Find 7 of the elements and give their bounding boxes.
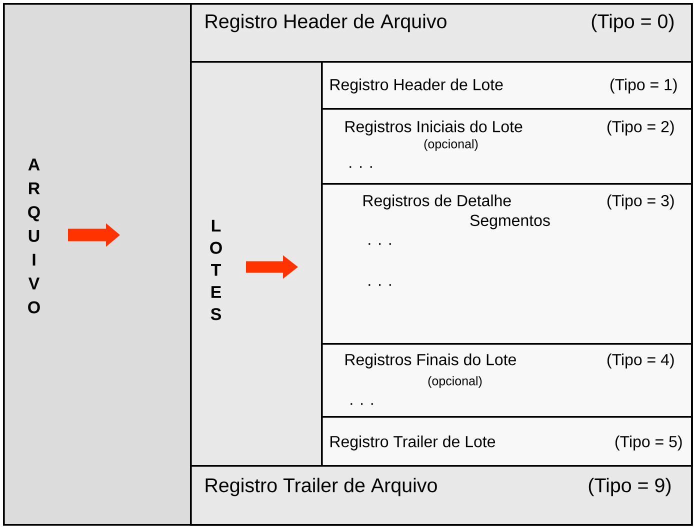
record-box: Registro Header de Lote (Tipo = 1) [321,61,693,110]
record-box: Registros Iniciais do Lote (Tipo = 2) (opcional) . . . [321,108,693,185]
record-box: Registro Trailer de Lote (Tipo = 5) [321,416,693,467]
record-box: Registros Finais do Lote (Tipo = 4) (opcional) . . . [321,343,693,418]
record-box: Registro Header de Arquivo (Tipo = 0) [190,3,693,63]
record-box: Registro Trailer de Arquivo (Tipo = 9) [190,465,693,526]
file-panel: ARQUIVO Registro Header de Arquivo (Tipo = 0) LOTES Registro Header de Lote (Tipo = 1) Registros Iniciais do Lote (Tipo = 2) (opcional) . . . Registros de Detalhe (Tipo = 3) Segmentos . . . . . . Registros Finais do Lote (Tipo = 4) (opcional) . . . Registro Trailer de Lote (Tipo = 5) Registro Trailer de Arquivo (Tipo = 9) [3,3,693,526]
